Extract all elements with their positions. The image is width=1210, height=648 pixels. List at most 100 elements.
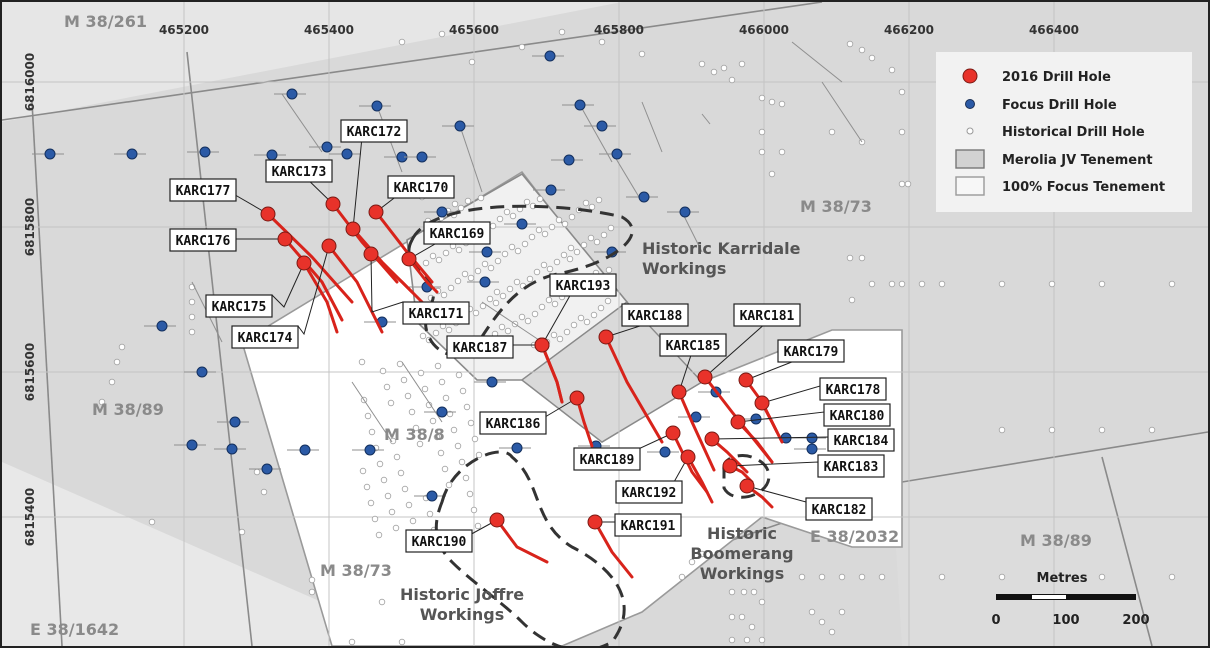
legend-focus-icon <box>965 99 975 109</box>
historical-hole-icon <box>528 233 536 241</box>
historical-hole-icon <box>560 251 568 259</box>
easting-labels: 465200 465400 465600 465800 466000 46620… <box>159 23 1079 37</box>
hole-label-box <box>549 273 617 297</box>
historical-trace <box>481 301 543 343</box>
historical-hole-icon <box>188 313 196 321</box>
historical-trace <box>611 151 643 203</box>
historical-hole-icon <box>1098 280 1106 288</box>
historical-hole-icon <box>440 291 448 299</box>
drill-2016-collar-icon <box>704 431 720 447</box>
historical-hole-icon <box>550 331 558 339</box>
historical-hole-icon <box>573 248 581 256</box>
historical-hole-icon <box>868 280 876 288</box>
hole-label-text: KARC190 <box>412 535 467 550</box>
hole-label-box <box>479 411 547 435</box>
hole-label: KARC186 <box>479 411 547 435</box>
hole-label: KARC183 <box>817 454 885 478</box>
historical-hole-icon <box>419 332 427 340</box>
drill-2016-collar-icon <box>680 449 696 465</box>
historical-hole-icon <box>494 257 502 265</box>
historical-trace <box>579 104 613 163</box>
historical-hole-icon <box>463 403 471 411</box>
historical-hole-icon <box>555 216 563 224</box>
drill-2016-collar-icon <box>587 514 603 530</box>
historical-hole-icon <box>429 252 437 260</box>
drill-2016-trace <box>736 420 774 464</box>
historical-hole-icon <box>938 573 946 581</box>
hole-label-text: KARC172 <box>347 125 402 140</box>
hole-label-text: KARC179 <box>784 345 839 360</box>
hole-label-text: KARC183 <box>824 460 879 475</box>
historical-hole-icon <box>898 128 906 136</box>
drill-2016-collar-icon <box>738 372 754 388</box>
drill-2016-trace <box>266 212 354 304</box>
historical-hole-icon <box>998 426 1006 434</box>
historical-hole-icon <box>758 94 766 102</box>
historical-hole-icon <box>758 636 766 644</box>
focus-hole-icon <box>416 151 428 163</box>
easting-label: 465800 <box>594 23 644 37</box>
hole-label: KARC172 <box>340 119 408 143</box>
historical-trace <box>681 211 703 253</box>
focus-hole-icon <box>364 444 376 456</box>
historical-hole-icon <box>1168 573 1176 581</box>
historical-hole-icon <box>605 266 613 274</box>
hole-label: KARC190 <box>405 529 473 553</box>
hole-label-box <box>231 325 299 349</box>
tenement-area-southwest <box>2 462 422 646</box>
historical-hole-icon <box>878 573 886 581</box>
hole-label-text: KARC171 <box>409 307 464 322</box>
historical-hole-icon <box>868 54 876 62</box>
focus-hole-icon <box>371 100 383 112</box>
drill-2016-trace <box>302 261 339 334</box>
focus-hole-icon <box>156 320 168 332</box>
historical-hole-icon <box>566 255 574 263</box>
historical-hole-icon <box>457 204 465 212</box>
hole-label-text: KARC189 <box>580 453 635 468</box>
hole-label-text: KARC169 <box>430 227 485 242</box>
drill-2016-collars <box>260 196 770 530</box>
drill-2016-collar-icon <box>368 204 384 220</box>
historical-hole-icon <box>546 265 554 273</box>
drill-2016-trace <box>593 520 634 579</box>
karridale-label-line1: Historic Karridale <box>642 239 801 258</box>
boomerang-label-line2: Boomerang <box>690 544 793 563</box>
focus-hole-icon <box>516 218 528 230</box>
historical-hole-icon <box>148 518 156 526</box>
historical-hole-icon <box>597 304 605 312</box>
focus-hole-icon <box>806 443 818 455</box>
hole-label-box <box>823 403 891 427</box>
hole-label-box <box>446 335 514 359</box>
historical-hole-icon <box>738 613 746 621</box>
historical-hole-icon <box>818 573 826 581</box>
hole-label: KARC173 <box>265 159 333 183</box>
historical-hole-icon <box>467 274 475 282</box>
focus-hole-icon <box>679 206 691 218</box>
historical-hole-icon <box>848 296 856 304</box>
hole-label-text: KARC174 <box>238 331 293 346</box>
historical-hole-icon <box>455 371 463 379</box>
historical-hole-icon <box>421 385 429 393</box>
historical-hole-icon <box>379 367 387 375</box>
historical-hole-icon <box>451 200 459 208</box>
historical-hole-icon <box>498 323 506 331</box>
legend-item: Historical Drill Hole <box>1002 125 1145 140</box>
hole-label-box <box>169 178 237 202</box>
historical-hole-icon <box>538 303 546 311</box>
hole-label-text: KARC191 <box>621 519 676 534</box>
historical-hole-icon <box>514 247 522 255</box>
drill-2016-trace <box>604 335 664 444</box>
drill-2016-collar-icon <box>345 221 361 237</box>
historical-hole-icon <box>838 573 846 581</box>
focus-hole-icon <box>479 276 491 288</box>
historical-hole-icon <box>438 30 446 38</box>
historical-hole-icon <box>638 50 646 58</box>
focus-hole-icon <box>286 88 298 100</box>
historical-hole-icon <box>462 474 470 482</box>
historical-hole-icon <box>481 260 489 268</box>
historical-hole-icon <box>308 576 316 584</box>
historical-hole-icon <box>499 292 507 300</box>
historical-hole-icon <box>501 250 509 258</box>
historical-hole-icon <box>404 392 412 400</box>
